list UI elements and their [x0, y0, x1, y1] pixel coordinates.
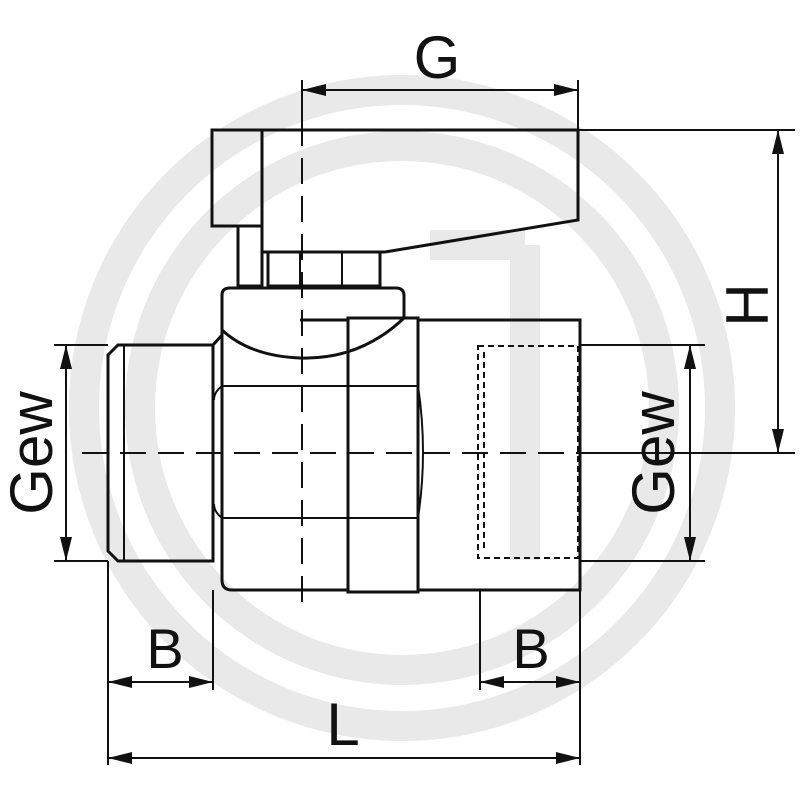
- extension-lines: [54, 80, 795, 765]
- valve-stem: [236, 224, 382, 288]
- dimension-B-right: [480, 676, 580, 688]
- label-Gew-left: Gew: [0, 391, 65, 515]
- right-female-thread-end: [416, 318, 582, 592]
- label-G: G: [414, 24, 461, 91]
- valve-nut: [346, 316, 424, 594]
- dimension-L: [108, 752, 580, 764]
- valve-bonnet: [220, 286, 406, 360]
- dimension-H: [772, 130, 784, 453]
- label-L: L: [326, 691, 359, 758]
- dimension-G: [302, 84, 578, 96]
- label-B-right: B: [512, 617, 549, 680]
- center-lines: [82, 120, 600, 610]
- label-B-left: B: [146, 617, 183, 680]
- label-Gew-right: Gew: [620, 391, 687, 515]
- dimension-B-left: [108, 676, 213, 688]
- dimension-Gew-left: [60, 345, 72, 561]
- valve-body-hex: [211, 318, 350, 592]
- dimension-Gew-right: [684, 345, 696, 561]
- label-H: H: [714, 283, 781, 326]
